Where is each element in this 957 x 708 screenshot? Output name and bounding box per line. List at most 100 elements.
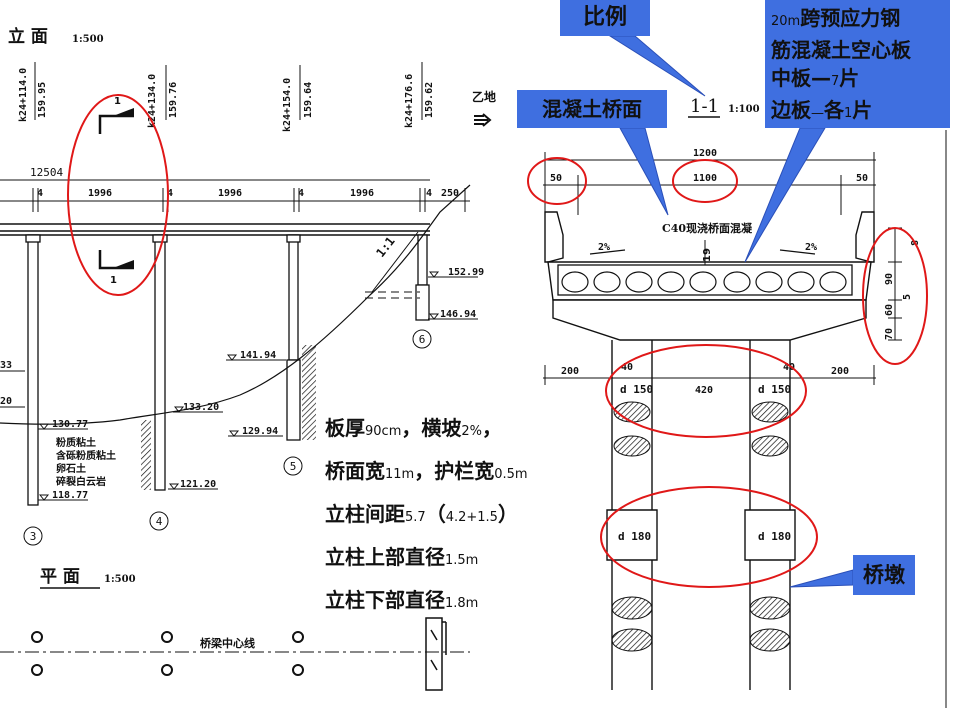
note-2-value2: 0.5m	[494, 467, 528, 482]
elev-118-77: 118.77	[52, 490, 88, 501]
span-dim-2: 1996	[88, 188, 112, 199]
left-level-2: 20	[0, 396, 12, 407]
note-upper-diameter: 立柱上部直径1.5m	[325, 539, 575, 582]
dim-right-90: 90	[884, 273, 895, 285]
centerline-label: 桥梁中心线	[200, 636, 255, 650]
span-dim-5: 4	[298, 188, 304, 199]
soil-layer-1: 粉质粘土	[56, 436, 96, 449]
slab-line1: 跨预应力钢	[800, 6, 901, 30]
note-3-close: ）	[497, 502, 518, 526]
note-1-value2: 2%	[461, 424, 482, 439]
slab-line2: 筋混凝土空心板	[771, 38, 911, 62]
soil-hatch-5	[302, 345, 316, 440]
station-km-2: k24+134.0	[147, 74, 158, 128]
note-3-open: （	[425, 502, 446, 526]
note-1-label: 板厚	[325, 416, 365, 440]
plan-abutment-icon	[425, 617, 447, 691]
note-2-label2: ，护栏宽	[414, 459, 495, 483]
callout-slab: 20m跨预应力钢 筋混凝土空心板 中板—7片 边板—各1片	[765, 0, 950, 128]
station-elev-3: 159.64	[303, 82, 314, 118]
note-5-value: 1.8m	[445, 596, 479, 611]
dim-bottom-200-left: 200	[561, 366, 579, 377]
dim-bottom-40-right: 40	[783, 362, 795, 373]
section-scale: 1:100	[728, 104, 760, 115]
note-3-label: 立柱间距	[325, 502, 405, 526]
slope-right: 2%	[805, 242, 817, 253]
elev-121-20: 121.20	[180, 479, 216, 490]
column-lower-left: d 180	[618, 530, 651, 543]
slab-line3b: 7	[831, 74, 840, 89]
station-elev-1: 159.95	[37, 82, 48, 118]
callout-deck: 混凝土桥面	[517, 90, 667, 128]
plan-title: 平 面	[40, 567, 80, 587]
note-3-value: 5.7	[405, 510, 426, 525]
slab-line4b: —	[811, 106, 824, 121]
station-elev-2: 159.76	[168, 82, 179, 118]
note-deck-width: 桥面宽11m，护栏宽0.5m	[325, 453, 575, 496]
design-notes: 板厚90cm，横坡2%， 桥面宽11m，护栏宽0.5m 立柱间距5.7（4.2+…	[325, 410, 575, 625]
soil-layer-2: 含砾粉质粘土	[56, 449, 116, 462]
slope-label: 1:1	[373, 234, 397, 260]
note-lower-diameter: 立柱下部直径1.8m	[325, 582, 575, 625]
section-mark-bottom: 1	[110, 275, 117, 286]
pier-number-5: 5	[290, 460, 297, 473]
pier-number-6: 6	[419, 333, 426, 346]
dim-rail-right: 50	[856, 173, 868, 184]
note-1-value: 90cm	[365, 424, 402, 439]
dim-deck-width: 1100	[693, 173, 717, 184]
callout-scale: 比例	[560, 0, 650, 36]
pavement-label: C40现浇桥面混凝	[662, 221, 753, 235]
station-km-1: k24+114.0	[18, 68, 29, 122]
slab-line3a: 中板—	[771, 66, 831, 90]
soil-layer-3: 卵石土	[56, 462, 86, 475]
slab-line3c: 片	[839, 66, 860, 90]
soil-layer-4: 碎裂白云岩	[56, 475, 106, 488]
dim-right-70: 70	[884, 328, 895, 340]
note-3-value2: 4.2+1.5	[445, 510, 498, 525]
dim-rail-left: 50	[550, 173, 562, 184]
elevation-scale: 1:500	[72, 34, 104, 45]
slope-left: 2%	[598, 242, 610, 253]
elev-133-20: 133.20	[183, 402, 219, 413]
total-length: 12504	[30, 166, 63, 179]
section-title: 1-1	[690, 96, 719, 117]
section-mark-top: 1	[114, 96, 121, 107]
column-lower-right: d 180	[758, 530, 791, 543]
station-km-3: k24+154.0	[282, 78, 293, 132]
callout-pier: 桥墩	[853, 555, 915, 595]
dim-right-60: 60	[884, 304, 895, 316]
dim-bottom-420: 420	[695, 385, 713, 396]
elev-141-94: 141.94	[240, 350, 276, 361]
span-dim-1: 4	[37, 188, 43, 199]
elev-152-99: 152.99	[448, 267, 484, 278]
red-highlights	[527, 157, 928, 588]
note-5-label: 立柱下部直径	[325, 588, 445, 612]
cross-section-columns	[606, 340, 796, 690]
elev-130-77: 130.77	[52, 419, 88, 430]
slab-prefix: 20m	[771, 14, 801, 29]
station-elev-4: 159.62	[424, 82, 435, 118]
left-level-1: 33	[0, 360, 12, 371]
dim-bottom-40-left: 40	[621, 362, 633, 373]
direction-label: 乙地	[472, 89, 496, 104]
column-upper-right: d 150	[758, 383, 791, 396]
slab-line4a: 边板	[771, 98, 811, 122]
note-1-label2: ，横坡	[401, 416, 462, 440]
note-4-value: 1.5m	[445, 553, 479, 568]
column-upper-left: d 150	[620, 383, 653, 396]
span-dim-3: 4	[167, 188, 173, 199]
elev-146-94: 146.94	[440, 309, 476, 320]
span-dim-7: 4	[426, 188, 432, 199]
elev-129-94: 129.94	[242, 426, 278, 437]
note-column-spacing: 立柱间距5.7（4.2+1.5）	[325, 496, 575, 539]
station-km-4: k24+176.6	[404, 74, 415, 128]
slab-line4d: 1	[844, 106, 853, 121]
pier-number-4: 4	[156, 515, 163, 528]
slab-line4c: 各	[824, 98, 844, 122]
note-slab-thickness: 板厚90cm，横坡2%，	[325, 410, 575, 453]
ground-line	[0, 184, 471, 425]
plan-scale: 1:500	[104, 574, 136, 585]
slab-line4e: 片	[852, 98, 873, 122]
pier-number-3: 3	[30, 530, 37, 543]
